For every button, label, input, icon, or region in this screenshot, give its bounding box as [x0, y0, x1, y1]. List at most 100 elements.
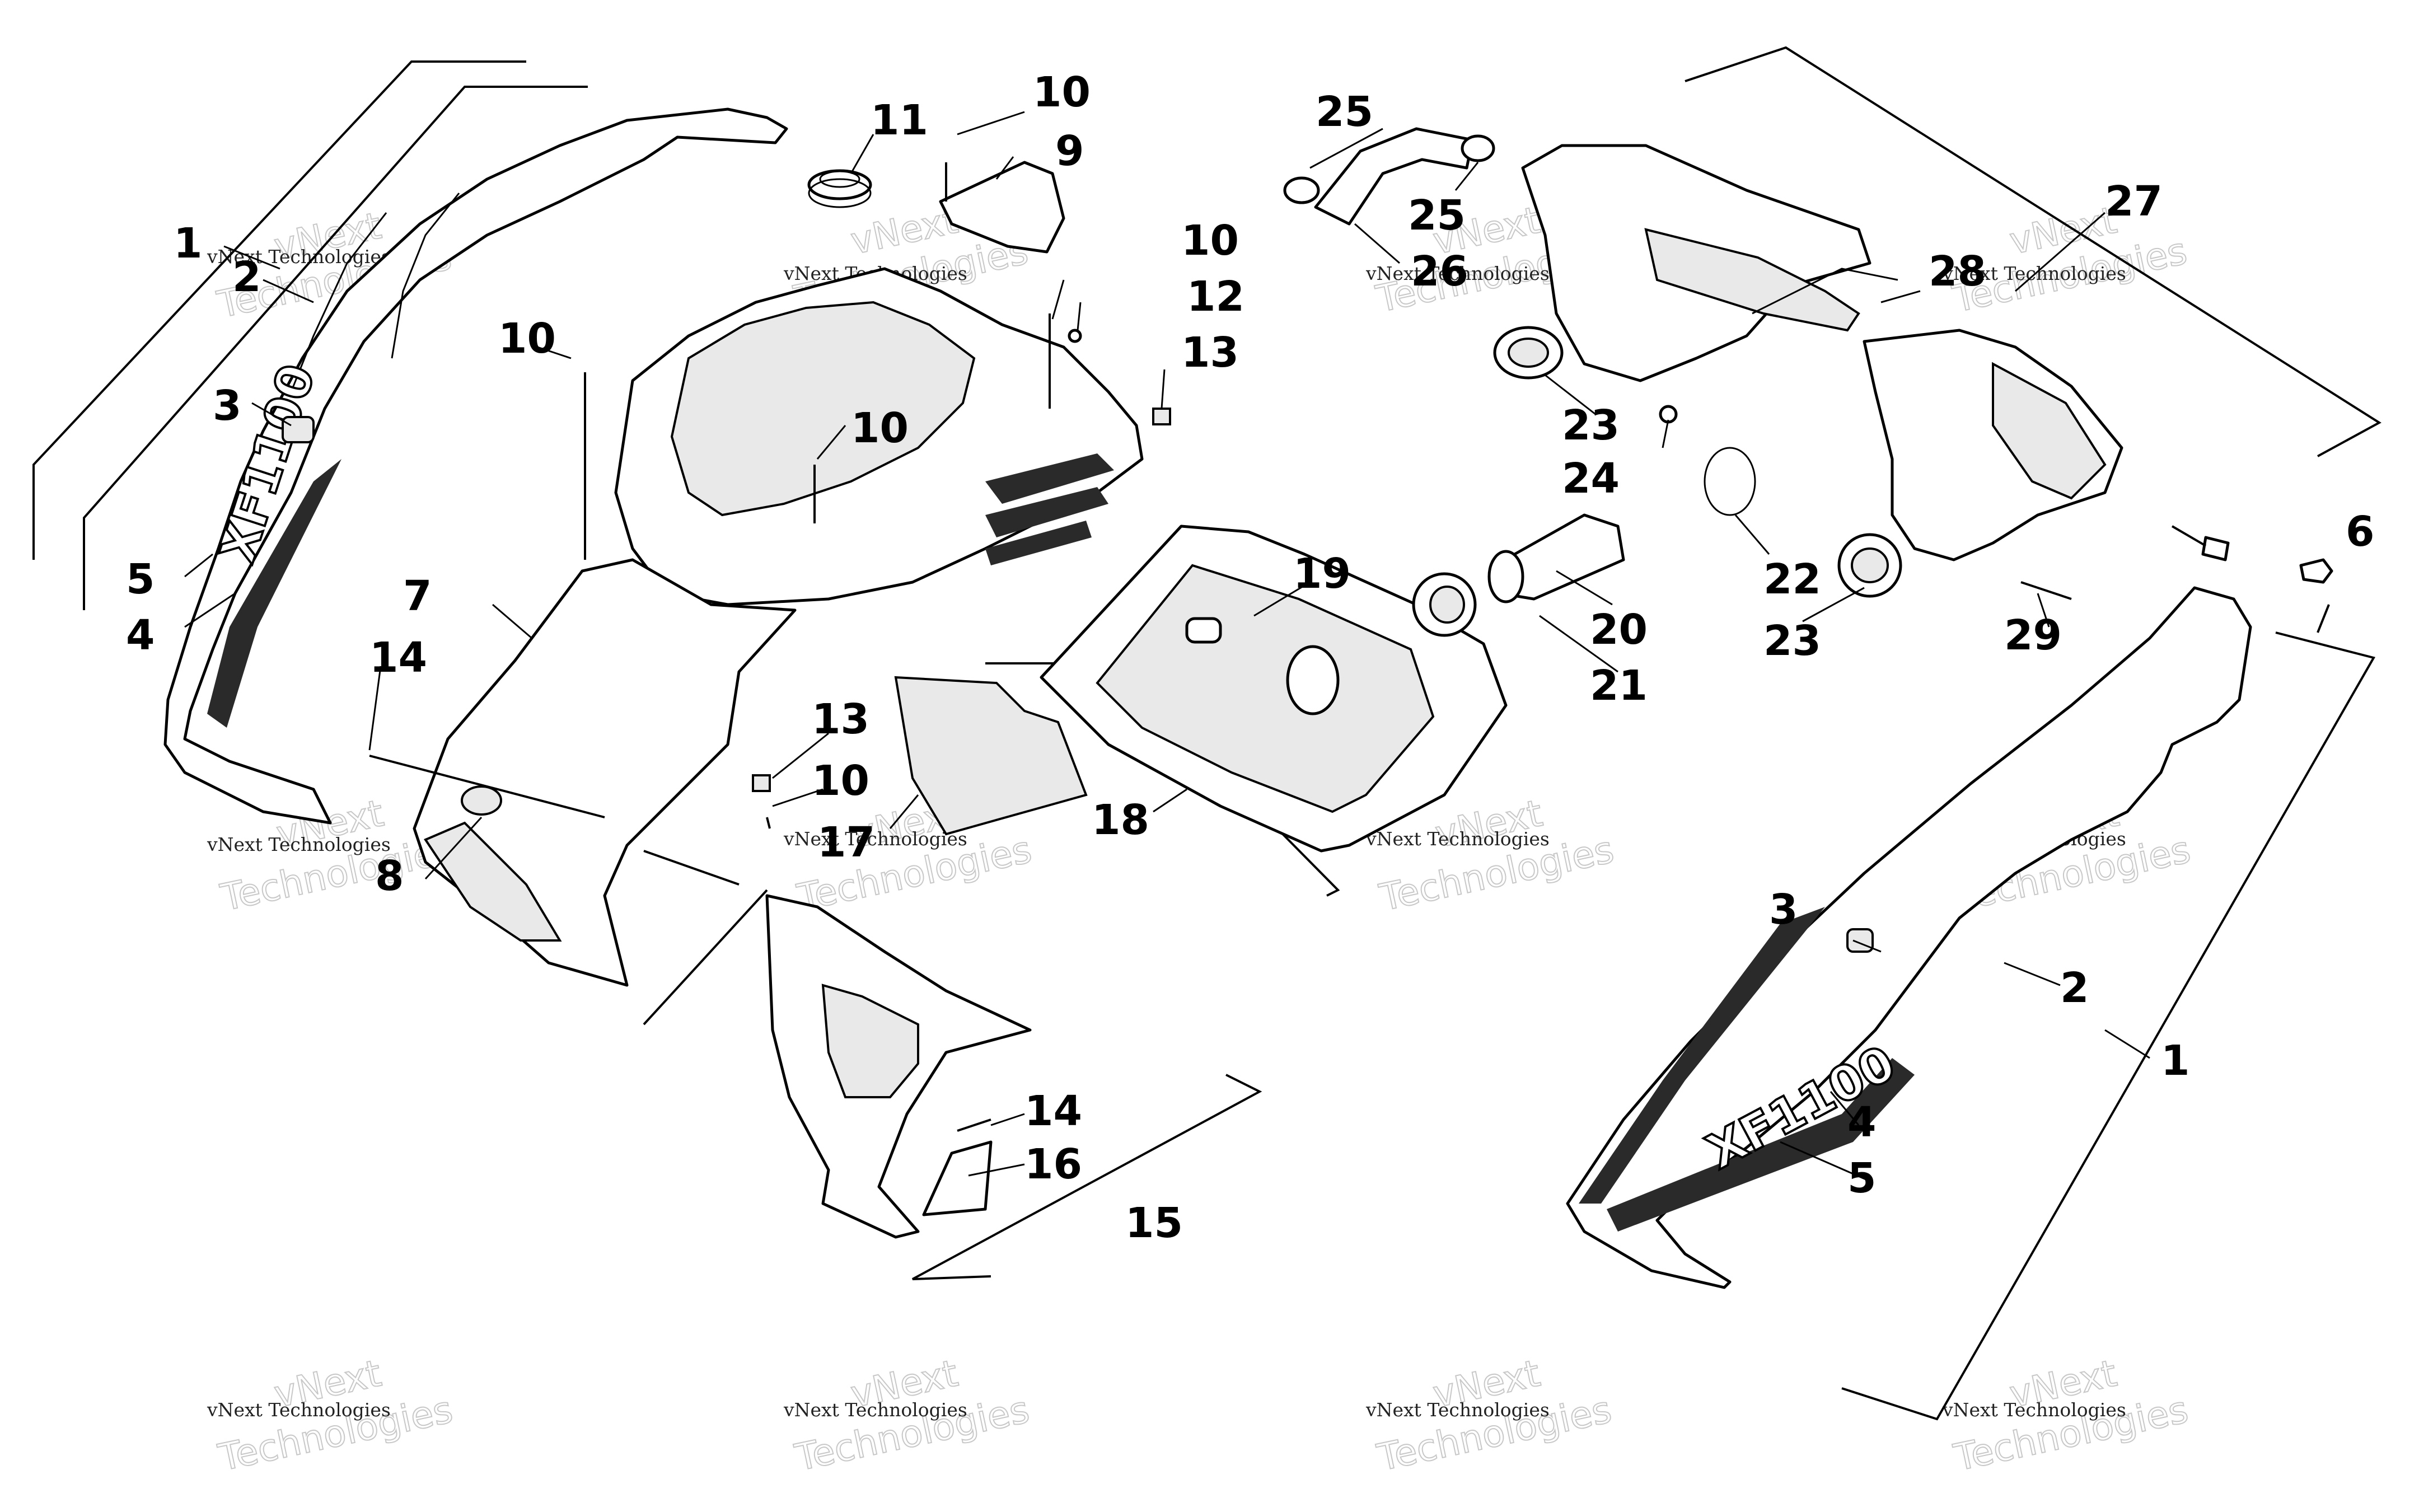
leader — [2317, 604, 2330, 633]
callout-24: 24 — [1562, 455, 1620, 503]
screw-14-left — [369, 755, 605, 818]
callout-8: 8 — [375, 852, 404, 900]
callout-3: 3 — [1769, 886, 1798, 934]
reflector-16 — [922, 1140, 993, 1216]
callout-1: 1 — [2161, 1037, 2190, 1085]
bracket-1-right — [1841, 631, 2376, 1421]
clamp-25-right — [1461, 134, 1495, 162]
callout-10: 10 — [851, 404, 909, 452]
grommet-19 — [1185, 617, 1222, 644]
screw-14-right — [957, 1118, 991, 1132]
callout-22: 22 — [1763, 555, 1821, 603]
bracket-15 — [912, 1074, 1262, 1280]
callout-23: 23 — [1562, 401, 1620, 450]
hood-vents — [985, 521, 1092, 565]
weatherstrip-28 — [1752, 268, 1898, 315]
side-panel-stripe — [207, 459, 341, 728]
airbox-silencer — [1863, 329, 2123, 561]
callout-15: 15 — [1125, 1199, 1183, 1247]
nut-24 — [1659, 405, 1678, 424]
callout-19: 19 — [1293, 550, 1351, 598]
leader-lines — [184, 111, 2150, 1182]
nosepan-grille — [424, 821, 562, 942]
callout-2: 2 — [232, 253, 261, 301]
airbox-tray-floor — [1096, 564, 1435, 813]
clamp-22 — [1704, 447, 1756, 516]
airbox-upper-channel — [1644, 228, 1860, 332]
hood-vents — [985, 453, 1114, 504]
callout-27: 27 — [2105, 177, 2163, 226]
insulation-17 — [894, 676, 1088, 836]
bracket-15-left — [643, 889, 768, 1026]
callout-14: 14 — [1024, 1087, 1082, 1135]
clip-13-top — [1152, 408, 1171, 425]
clip-3-right — [1846, 928, 1874, 953]
callout-16: 16 — [1024, 1140, 1082, 1188]
grommet-23-upper-inner — [1508, 338, 1549, 368]
airbox-silencer-shade — [1992, 362, 2107, 500]
watermark-text: vNext Technologies — [207, 1399, 391, 1421]
watermark-text: vNext Technologies — [1365, 1399, 1550, 1421]
callout-13: 13 — [812, 695, 869, 743]
callout-7: 7 — [403, 572, 432, 620]
callout-2: 2 — [2060, 964, 2089, 1012]
hood-assembly — [413, 267, 1144, 987]
intake-hose-26 — [1314, 127, 1474, 226]
bracket-2-left — [83, 86, 588, 610]
intake-parts — [1412, 447, 1756, 637]
part-8-bumper — [461, 785, 502, 816]
clip-13-lower — [752, 774, 771, 792]
watermark-text: vNext Technologies — [1365, 828, 1550, 850]
callout-18: 18 — [1092, 796, 1149, 844]
callout-26: 26 — [1411, 247, 1468, 296]
watermark-text: vNext Technologies — [1942, 263, 2126, 284]
callout-23: 23 — [1763, 617, 1821, 665]
callout-5: 5 — [126, 555, 155, 603]
watermark-text: vNext Technologies — [1942, 1399, 2126, 1421]
right-side-panel: XF1100 — [1566, 558, 2333, 1289]
watermark-text: vNext Technologies — [783, 1399, 967, 1421]
watermark-text: vNext Technologies — [1365, 263, 1550, 284]
hood-vents — [985, 487, 1108, 537]
side-panel-edge — [290, 212, 387, 392]
callout-10: 10 — [498, 315, 556, 363]
screw-10 — [766, 817, 771, 829]
callout-9: 9 — [1055, 127, 1084, 175]
callout-4: 4 — [1847, 1098, 1877, 1146]
watermark-text: vNext Technologies — [207, 246, 391, 268]
callout-3: 3 — [213, 382, 242, 430]
bracket-15 — [643, 850, 740, 886]
callout-14: 14 — [369, 634, 427, 682]
callout-6: 6 — [2346, 508, 2375, 556]
callout-21: 21 — [1590, 662, 1648, 710]
side-panel-stripe-right — [1579, 907, 1825, 1204]
coupler-21-inner — [1429, 586, 1465, 624]
callout-10: 10 — [1033, 68, 1091, 116]
watermark-text: vNext Technologies — [783, 828, 967, 850]
clip-12 — [1068, 329, 1082, 343]
airbox-upper-27 — [1283, 127, 2230, 600]
airbox-tray-18 — [1040, 525, 1508, 853]
intake-boot-20-end — [1487, 550, 1524, 603]
sensor-plug — [2201, 536, 2230, 561]
watermark-text: vNext Technologies — [207, 834, 391, 855]
callout-28: 28 — [1929, 247, 1986, 296]
screw-29 — [2020, 581, 2072, 600]
side-panel-right — [1566, 586, 2252, 1289]
callout-20: 20 — [1590, 606, 1648, 654]
callout-13: 13 — [1181, 329, 1239, 377]
callout-1: 1 — [174, 219, 203, 268]
grommet-23-lower-inner — [1851, 547, 1889, 583]
callout-12: 12 — [1187, 273, 1244, 321]
callout-10: 10 — [1181, 217, 1239, 265]
side-panel-edge — [391, 193, 460, 359]
callout-25: 25 — [1408, 191, 1466, 240]
callout-29: 29 — [2004, 611, 2062, 659]
clamp-25-left — [1283, 176, 1320, 204]
callouts: 1 2 3 5 4 10 7 14 8 11 10 9 10 12 13 10 … — [126, 68, 2375, 1247]
callout-11: 11 — [871, 96, 928, 144]
bracket-9 — [939, 161, 1065, 254]
callout-17: 17 — [817, 818, 875, 867]
bracket-27 — [1685, 46, 2381, 457]
